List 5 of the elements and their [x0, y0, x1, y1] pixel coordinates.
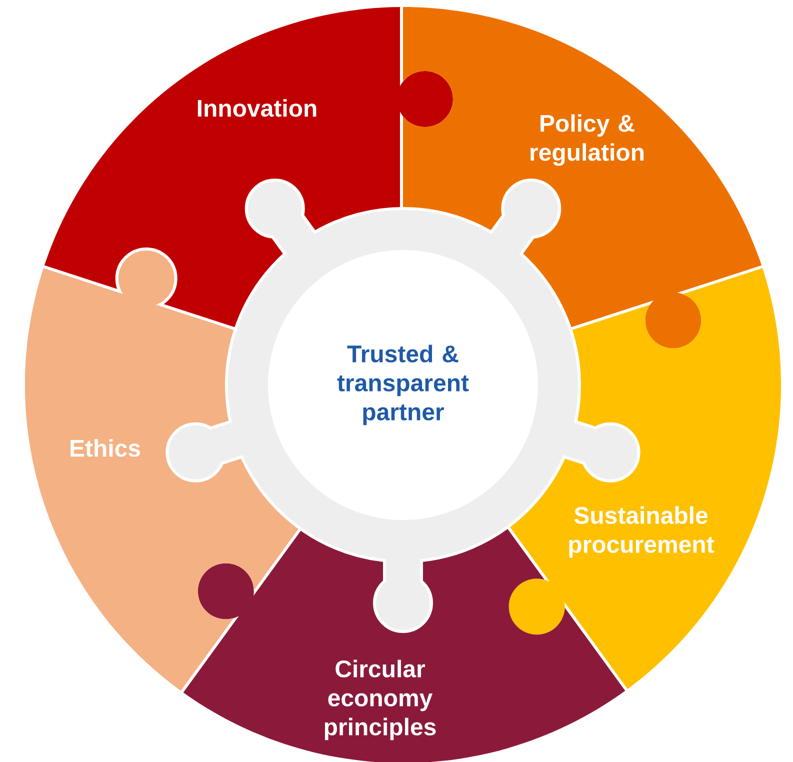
piece-label: Innovation [198, 99, 316, 117]
piece-label: Circular economy principles [324, 660, 436, 740]
piece-label: Sustainable procurement [569, 506, 714, 558]
piece-label: Ethics [70, 439, 140, 457]
piece-label: Policy & regulation [530, 114, 644, 166]
